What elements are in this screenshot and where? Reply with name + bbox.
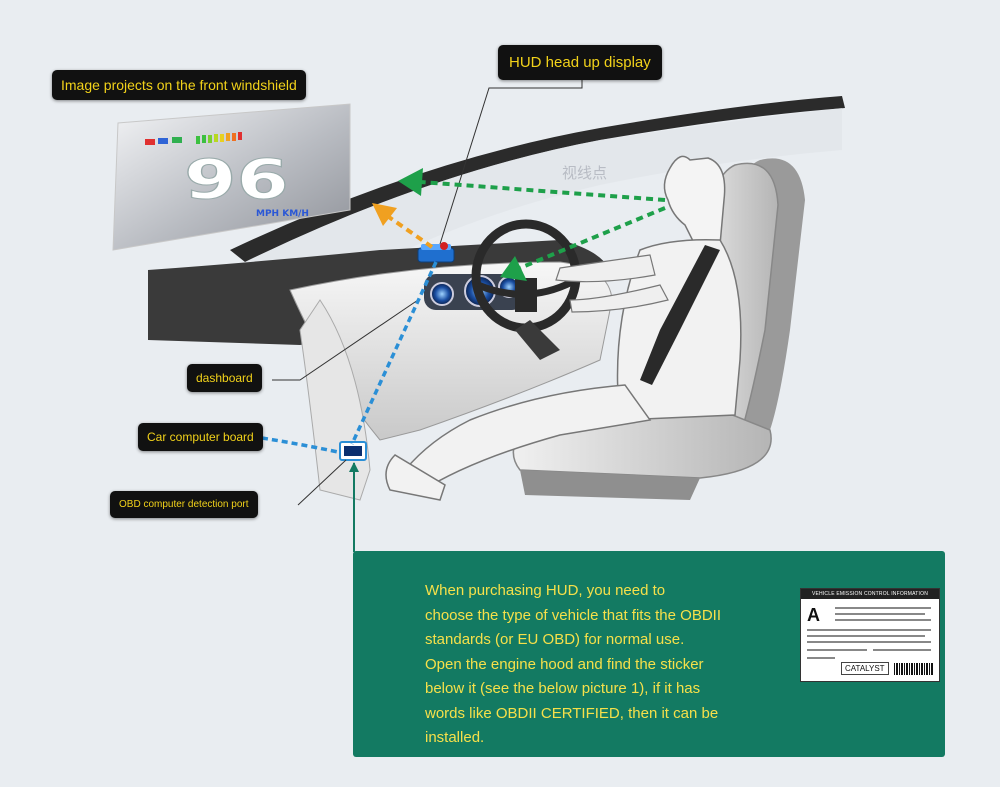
data-connection-lines [261,261,438,454]
callout-windshield-projection: Image projects on the front windshield [52,70,306,100]
steering-wheel [471,219,581,360]
windshield-projection-panel: 96 MPH KM/H [112,103,351,251]
callout-dashboard: dashboard [187,364,262,392]
hud-speed-units: MPH KM/H [256,209,309,219]
info-text: When purchasing HUD, you need to choose … [425,579,765,751]
info-panel: When purchasing HUD, you need to choose … [353,551,945,757]
callout-obd-port: OBD computer detection port [110,491,258,518]
hud-speed-value: 96 [184,148,289,211]
hud-leader-line [439,80,583,245]
info-line: words like OBDII CERTIFIED, then it can … [425,704,719,722]
info-line: choose the type of vehicle that fits the… [425,606,721,624]
sticker-barcode [894,663,934,675]
projection-arrow [372,203,434,249]
callout-hud: HUD head up display [498,45,662,80]
info-line: Open the engine hood and find the sticke… [425,655,704,673]
info-line: When purchasing HUD, you need to [425,582,666,599]
info-line: below it (see the below picture 1), if i… [425,680,701,697]
dashboard-leader-line [272,299,419,381]
sight-arrow-head-upper [398,168,423,196]
hud-status-icons [145,137,182,145]
sticker-letter: A [807,605,820,625]
info-line: installed. [425,729,485,746]
emission-sticker-image: VEHICLE EMISSION CONTROL INFORMATION A C… [800,588,940,682]
windshield-roof-line [230,96,845,262]
sticker-catalyst: CATALYST [841,662,889,675]
callout-computer-board: Car computer board [138,423,263,451]
obd-to-panel-connector [349,462,359,552]
sticker-header: VEHICLE EMISSION CONTROL INFORMATION [801,589,939,599]
obd-port [339,441,367,461]
viewpoint-label: 视线点 [562,164,607,182]
sight-line-arrows [398,168,666,281]
obd-leader-line [297,459,347,506]
projection-arrow-head [372,203,397,226]
info-line: standards (or EU OBD) for normal use. [425,631,685,648]
hud-rpm-bar [196,132,242,144]
driver-figure [385,155,742,501]
hud-projector-device [417,242,455,263]
leader-lines [272,80,583,506]
sight-arrow-head-lower [500,256,527,281]
